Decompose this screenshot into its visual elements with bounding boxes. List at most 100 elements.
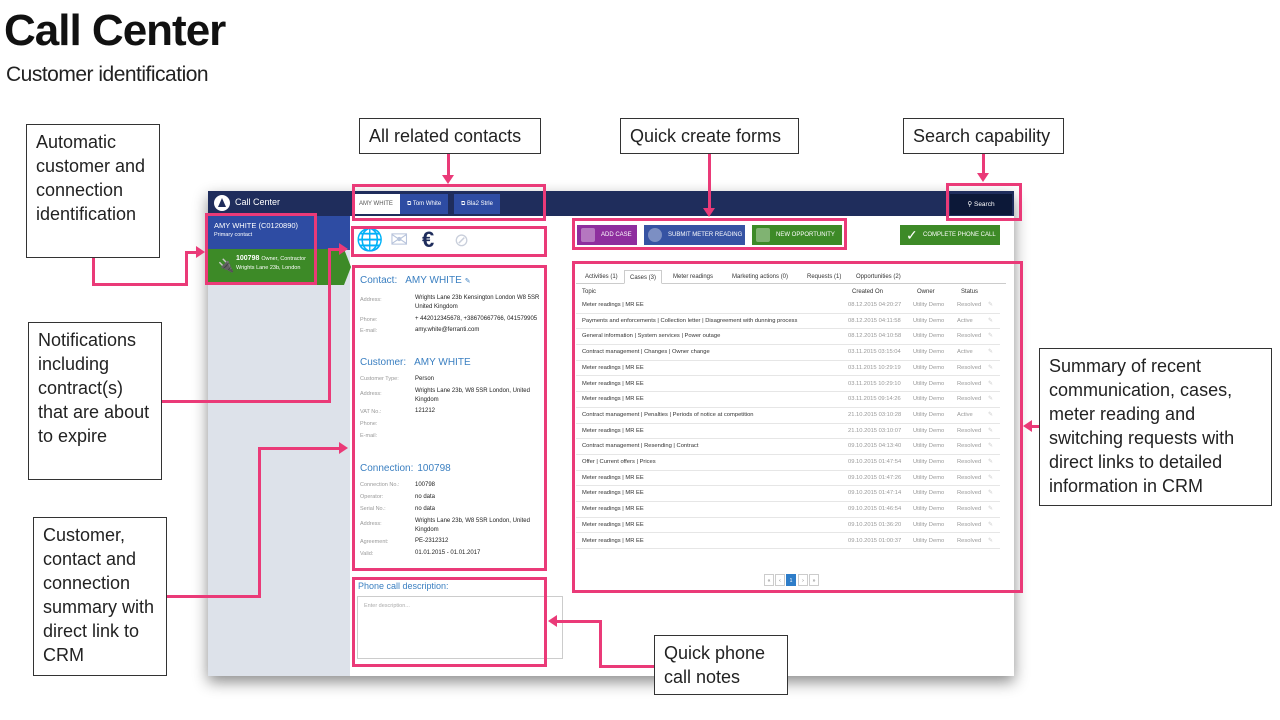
connector-line [982, 153, 985, 175]
row-owner: Utility Demo [913, 302, 945, 308]
row-status: Resolved [957, 380, 982, 387]
contact-name-link[interactable]: AMY WHITE [405, 275, 462, 286]
tab-label: Bla2 Strle [466, 201, 493, 207]
highlight-quick-create [572, 218, 847, 250]
table-row[interactable]: Payments and enforcements | Collection l… [576, 314, 1000, 330]
tab-meter-readings[interactable]: Meter readings [673, 274, 714, 280]
tab-bla2-strle[interactable]: ⧉ Bla2 Strle [454, 194, 500, 214]
add-case-button[interactable]: ADD CASE [577, 225, 637, 245]
edit-icon[interactable]: ✎ [988, 317, 993, 324]
row-topic: Meter readings | MR EE [582, 427, 644, 434]
submit-meter-reading-button[interactable]: SUBMIT METER READING [644, 225, 745, 245]
edit-icon[interactable]: ✎ [988, 364, 993, 371]
row-status: Resolved [957, 490, 982, 497]
history-grid: Activities (1) Cases (3) Meter readings … [576, 267, 1006, 587]
row-owner: Utility Demo [913, 349, 945, 356]
tab-opportunities[interactable]: Opportunities (2) [856, 274, 901, 280]
customer-name-link[interactable]: AMY WHITE [414, 357, 471, 368]
contact-email[interactable]: amy.white@ferranti.com [415, 327, 480, 333]
callout-history-summary: Summary of recent communication, cases, … [1039, 348, 1272, 506]
tab-activities[interactable]: Activities (1) [585, 274, 618, 280]
connection-card[interactable]: 🔌 100798 Owner, Contractor Wrights Lane … [208, 249, 344, 285]
row-topic: Meter readings | MR EE [582, 302, 644, 308]
phone-description-input[interactable]: Enter description... [357, 596, 563, 659]
table-row[interactable]: Contract management | Penalties | Period… [576, 408, 1000, 424]
customer-card[interactable]: AMY WHITE (C0120890) Primary contact [208, 216, 350, 250]
row-status: Resolved [957, 443, 982, 450]
edit-icon[interactable]: ✎ [988, 537, 993, 544]
euro-icon[interactable]: € [422, 227, 435, 252]
pager-first[interactable]: « [764, 574, 774, 586]
col-topic[interactable]: Topic [582, 289, 597, 295]
tab-cases[interactable]: Cases (3) [624, 270, 663, 284]
row-created-on: 09.10.2015 01:46:54 [848, 506, 902, 513]
call-center-app: Call Center AMY WHITE ⧉ Tom White ⧉ Bla2… [208, 191, 1014, 676]
edit-icon[interactable]: ✎ [988, 302, 993, 308]
globe-icon[interactable]: 🌐 [356, 227, 384, 252]
edit-icon[interactable]: ✎ [988, 459, 993, 465]
edit-icon[interactable]: ✎ [464, 278, 471, 285]
callout-automatic-identification: Automatic customer and connection identi… [26, 124, 160, 258]
edit-icon[interactable]: ✎ [988, 521, 993, 528]
row-owner: Utility Demo [913, 537, 945, 544]
row-topic: Meter readings | MR EE [582, 490, 644, 497]
valid-value: 01.01.2015 - 01.01.2017 [415, 550, 481, 556]
phone-label: Phone: [360, 421, 378, 427]
edit-icon[interactable]: ✎ [988, 349, 993, 356]
app-logo-icon [214, 195, 230, 211]
pager-prev[interactable]: ‹ [775, 574, 785, 586]
edit-icon[interactable]: ✎ [988, 411, 993, 418]
arrow-head [703, 208, 715, 217]
row-created-on: 08.12.2015 04:11:58 [848, 317, 901, 324]
table-row[interactable]: Contract management | Resending | Contra… [576, 439, 1000, 455]
row-topic: Meter readings | MR EE [582, 380, 644, 387]
edit-icon[interactable]: ✎ [988, 427, 993, 434]
pager-last[interactable]: » [809, 574, 819, 586]
connector-line [328, 248, 331, 403]
table-row[interactable]: General information | System services | … [576, 329, 1000, 346]
complete-phone-call-button[interactable]: ✓COMPLETE PHONE CALL [900, 225, 1000, 245]
pager-page[interactable]: 1 [786, 574, 796, 586]
table-row[interactable]: Contract management | Changes | Owner ch… [576, 345, 1000, 361]
edit-icon[interactable]: ✎ [988, 506, 993, 513]
sidebar: AMY WHITE (C0120890) Primary contact 🔌 1… [208, 216, 351, 676]
notification-icons: 🌐 ✉ € ⊘ [356, 228, 546, 252]
connection-header: Connection:100798 [360, 463, 451, 474]
edit-icon[interactable]: ✎ [988, 396, 993, 403]
tab-amy-white[interactable]: AMY WHITE [352, 194, 400, 214]
pager-next[interactable]: › [798, 574, 808, 586]
no-notification-icon[interactable]: ⊘ [454, 230, 470, 250]
new-opportunity-button[interactable]: NEW OPPORTUNITY [752, 225, 842, 245]
connector-line [599, 665, 655, 668]
edit-icon[interactable]: ✎ [988, 380, 993, 387]
row-created-on: 21.10.2015 03:10:28 [848, 411, 902, 418]
tab-tom-white[interactable]: ⧉ Tom White [400, 194, 449, 214]
mail-icon[interactable]: ✉ [390, 227, 409, 252]
tab-marketing-actions[interactable]: Marketing actions (0) [732, 274, 789, 280]
col-status[interactable]: Status [961, 289, 979, 295]
edit-icon[interactable]: ✎ [988, 333, 993, 340]
col-created[interactable]: Created On [852, 289, 884, 295]
connection-id-link[interactable]: 100798 [417, 463, 451, 474]
row-created-on: 09.10.2015 01:36:20 [848, 521, 902, 528]
edit-icon[interactable]: ✎ [988, 443, 993, 450]
arrow-head [977, 173, 989, 182]
arrow-head [442, 175, 454, 184]
edit-icon[interactable]: ✎ [988, 474, 993, 481]
row-status: Resolved [957, 302, 982, 308]
search-button[interactable]: ⚲ Search [950, 194, 1012, 215]
edit-icon[interactable]: ✎ [988, 490, 993, 497]
tab-requests[interactable]: Requests (1) [807, 274, 842, 280]
col-owner[interactable]: Owner [917, 289, 935, 295]
